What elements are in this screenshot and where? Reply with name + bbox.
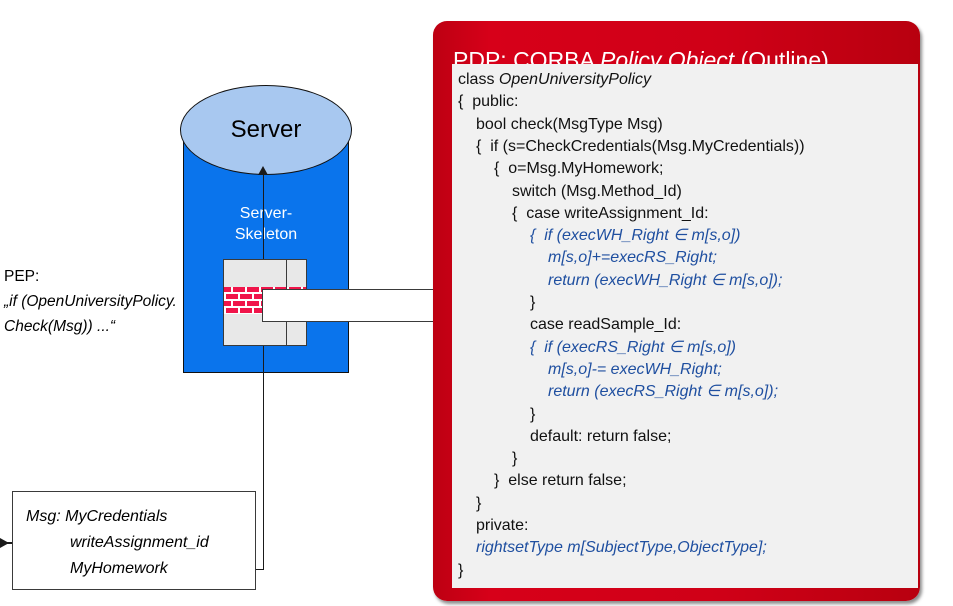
- code-line-2: bool check(MsgType Msg): [476, 115, 663, 133]
- code-line-21: rightsetType m[SubjectType,ObjectType];: [476, 539, 767, 557]
- server-skeleton-label: Server- Skeleton: [183, 203, 349, 245]
- code-line-3: { if (s=CheckCredentials(Msg.MyCredentia…: [476, 137, 805, 155]
- code-line-16: default: return false;: [530, 427, 672, 445]
- brick-mortar-seam: [231, 301, 233, 308]
- code-line-7: { if (execWH_Right ∈ m[s,o]): [530, 227, 741, 245]
- brick-mortar-seam: [231, 287, 233, 294]
- brick-mortar-seam: [238, 294, 240, 301]
- pep-caption-title: PEP:: [4, 268, 40, 285]
- pep-pdp-connector-stub-bottom: [286, 321, 288, 346]
- server-label: Server: [230, 116, 302, 143]
- pep-caption-quote-line2: Check(Msg)) ...“: [4, 318, 116, 335]
- code-line-4: { o=Msg.MyHomework;: [494, 160, 664, 178]
- message-box: [12, 491, 256, 590]
- code-line-13: m[s,o]-= execWH_Right;: [548, 360, 722, 378]
- code-line-6: { case writeAssignment_Id:: [512, 204, 709, 222]
- code-line-8: m[s,o]+=execRS_Right;: [548, 249, 717, 267]
- message-row-1: writeAssignment_id: [70, 534, 209, 551]
- message-in-line: [0, 542, 14, 544]
- server-skeleton-label-line1: Server-: [239, 205, 293, 222]
- code-line-9: return (execWH_Right ∈ m[s,o]);: [548, 271, 783, 289]
- server-ellipse: Server: [180, 85, 352, 175]
- pdp-panel: PDP: CORBA Policy Object (Outline) class…: [433, 21, 920, 601]
- brick-mortar-seam: [238, 308, 240, 314]
- server-skeleton-label-line2: Skeleton: [234, 226, 298, 243]
- call-flow-line: [263, 170, 265, 570]
- brick-mortar-seam: [252, 294, 254, 301]
- message-row-0: Msg: MyCredentials: [26, 508, 168, 525]
- code-keyword: class: [458, 71, 499, 88]
- code-line-0: class OpenUniversityPolicy: [458, 72, 651, 88]
- code-line-18: } else return false;: [494, 472, 627, 490]
- code-line-20: private:: [476, 517, 529, 534]
- brick-mortar-seam: [259, 287, 261, 294]
- code-line-14: return (execRS_Right ∈ m[s,o]);: [548, 383, 779, 401]
- brick-mortar-seam: [252, 308, 254, 314]
- code-line-12: { if (execRS_Right ∈ m[s,o]): [530, 338, 736, 356]
- message-row-2: MyHomework: [70, 560, 168, 577]
- call-flow-arrowhead-icon: [258, 166, 268, 175]
- code-line-11: case readSample_Id:: [530, 316, 682, 334]
- code-class-name: OpenUniversityPolicy: [498, 71, 651, 88]
- brick-mortar-seam: [245, 287, 247, 294]
- brick-mortar-seam: [224, 308, 226, 314]
- code-line-1: { public:: [458, 93, 519, 111]
- brick-mortar-seam: [224, 294, 226, 301]
- pep-pdp-connector-stub-top: [286, 259, 288, 290]
- code-line-22: }: [458, 561, 464, 579]
- code-line-19: }: [476, 494, 482, 512]
- pep-caption: PEP: „if (OpenUniversityPolicy. Check(Ms…: [4, 264, 234, 339]
- code-line-10: }: [530, 294, 536, 311]
- brick-mortar-seam: [245, 301, 247, 308]
- brick-mortar-seam: [259, 301, 261, 308]
- code-line-5: switch (Msg.Method_Id): [512, 182, 682, 200]
- pdp-code-listing: class OpenUniversityPolicy { public: bool …: [452, 64, 918, 588]
- code-line-15: }: [530, 405, 536, 423]
- code-line-17: }: [512, 450, 518, 468]
- pep-caption-quote-line1: „if (OpenUniversityPolicy.: [4, 293, 177, 310]
